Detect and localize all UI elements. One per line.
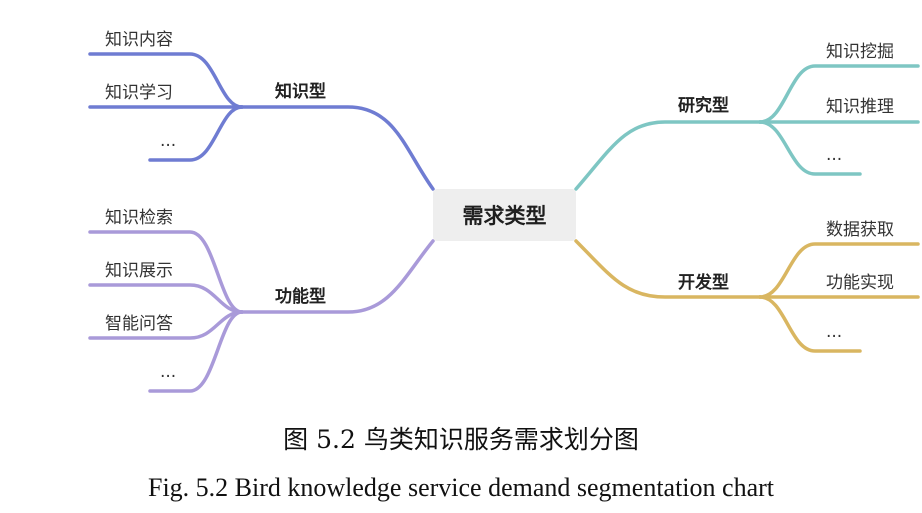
leaf-development-impl: 功能实现 [826, 273, 894, 293]
edge-function-leaf-2 [88, 283, 244, 314]
edge-root-knowledge [240, 105, 435, 191]
branch-function: 功能型 [275, 287, 326, 307]
leaf-knowledge-learning: 知识学习 [105, 83, 173, 103]
figure-caption-zh: 图 5.2 鸟类知识服务需求划分图 [283, 425, 639, 454]
figure-caption-en: Fig. 5.2 Bird knowledge service demand s… [147, 473, 774, 502]
leaf-knowledge-content: 知识内容 [105, 30, 173, 50]
leaf-function-display: 知识展示 [105, 261, 173, 281]
branch-research: 研究型 [678, 96, 729, 116]
leaf-function-more: ... [160, 362, 177, 382]
root-node: 需求类型 [433, 189, 576, 241]
leaf-research-mining: 知识挖掘 [826, 42, 894, 62]
edge-knowledge-leaf-1 [88, 52, 244, 109]
leaf-research-reasoning: 知识推理 [826, 97, 894, 117]
leaf-development-data: 数据获取 [826, 220, 894, 240]
edge-root-research [574, 120, 762, 191]
edge-development-leaf-3 [758, 295, 862, 353]
edge-function-leaf-4 [148, 310, 244, 393]
leaf-development-more: ... [826, 322, 843, 342]
edge-development-leaf-1 [758, 242, 920, 299]
leaf-knowledge-more: ... [160, 131, 177, 151]
leaf-function-qa: 智能问答 [105, 314, 173, 334]
edge-function-leaf-1 [88, 230, 244, 314]
edge-root-development [574, 239, 762, 299]
branch-development: 开发型 [678, 273, 729, 293]
edge-knowledge-leaf-3 [148, 105, 244, 162]
edge-research-leaf-1 [758, 64, 920, 124]
edge-research-leaf-3 [758, 120, 862, 176]
edge-root-function [240, 239, 435, 314]
leaf-research-more: ... [826, 145, 843, 165]
leaf-function-retrieval: 知识检索 [105, 208, 173, 228]
branch-knowledge: 知识型 [275, 82, 326, 102]
